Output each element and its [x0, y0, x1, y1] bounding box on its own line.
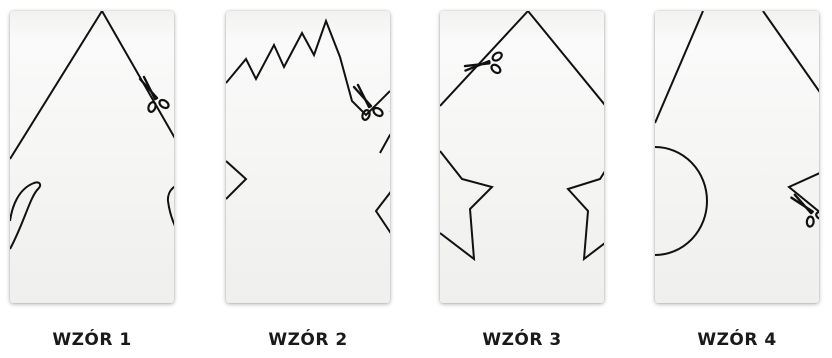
pattern-label-1: WZÓR 1 [10, 330, 174, 350]
scissors-icon [136, 75, 174, 115]
pattern-panel-3 [440, 11, 604, 303]
pattern-1-cut-lines [10, 11, 174, 303]
pattern-panel-1 [10, 11, 174, 303]
scissors-icon [350, 83, 390, 123]
pattern-panel-4 [655, 11, 819, 303]
pattern-label-4: WZÓR 4 [655, 330, 819, 350]
pattern-label-3: WZÓR 3 [440, 330, 604, 350]
pattern-3-cut-lines [440, 11, 604, 303]
pattern-label-2: WZÓR 2 [226, 330, 390, 350]
pattern-4-cut-lines [655, 11, 819, 303]
pattern-panel-2 [226, 11, 390, 303]
pattern-2-cut-lines [226, 11, 390, 303]
